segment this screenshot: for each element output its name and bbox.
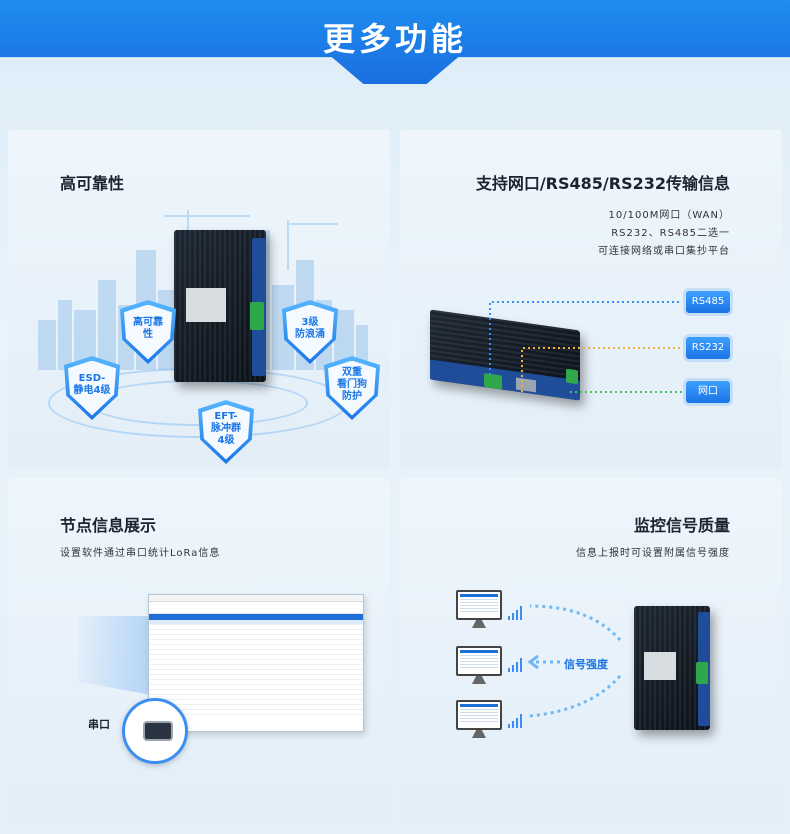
panel-desc-line-3: 可连接网络或串口集抄平台	[598, 246, 730, 257]
table-row	[149, 710, 363, 715]
glow-ring-inner	[88, 380, 308, 426]
table-row	[149, 655, 363, 660]
device-image	[174, 230, 266, 382]
table-row	[149, 640, 363, 645]
label-rs485: RS485	[686, 291, 730, 313]
panel-title: 高可靠性	[60, 174, 125, 193]
table-row	[149, 675, 363, 680]
panel-title: 支持网口/RS485/RS232传输信息	[475, 174, 730, 193]
table-row	[149, 680, 363, 685]
terminal-block	[696, 662, 708, 684]
table-row	[149, 670, 363, 675]
panel-interfaces: 支持网口/RS485/RS232传输信息 10/100M网口（WAN） RS23…	[400, 130, 782, 468]
label-rs232: RS232	[686, 337, 730, 359]
table-row	[149, 630, 363, 635]
table-row	[149, 620, 363, 625]
table-row	[149, 660, 363, 665]
panel-desc: 设置软件通过串口统计LoRa信息	[60, 548, 221, 559]
serial-port-label: 串口	[88, 718, 110, 731]
table-row	[149, 665, 363, 670]
config-software-window	[148, 594, 364, 732]
monitor-icon	[456, 646, 502, 684]
table-row	[149, 625, 363, 630]
device-image	[634, 606, 710, 730]
page-title: 更多功能	[322, 20, 467, 58]
panel-title: 节点信息展示	[60, 516, 157, 535]
line-rs485	[489, 301, 682, 375]
monitor-icon	[456, 590, 502, 628]
table-row	[149, 650, 363, 655]
window-toolbar	[149, 602, 363, 614]
panel-signal: 监控信号质量 信息上报时可设置附属信号强度 信号强度	[400, 478, 782, 818]
table-row	[149, 645, 363, 650]
table-row	[149, 635, 363, 640]
line-rs232	[521, 347, 682, 392]
device-label	[186, 288, 226, 322]
signal-strength-label: 信号强度	[564, 658, 608, 671]
panel-desc-line-2: RS232、RS485二选一	[611, 228, 730, 239]
monitor-icon	[456, 700, 502, 738]
table-row	[149, 705, 363, 710]
table-row	[149, 700, 363, 705]
panel-node-info: 节点信息展示 设置软件通过串口统计LoRa信息 串口	[8, 478, 390, 818]
device-label	[644, 652, 676, 680]
signal-bars-icon	[508, 714, 522, 728]
window-titlebar	[149, 595, 363, 602]
table-row	[149, 695, 363, 700]
terminal-block	[250, 302, 264, 330]
db9-connector-icon	[143, 721, 173, 741]
signal-bars-icon	[508, 658, 522, 672]
table-row	[149, 685, 363, 690]
label-ethernet: 网口	[686, 381, 730, 403]
table-header	[149, 614, 363, 620]
signal-arcs	[527, 604, 622, 718]
table-row	[149, 690, 363, 695]
panel-title: 监控信号质量	[633, 516, 730, 535]
signal-bars-icon	[508, 606, 522, 620]
connection-lines	[489, 301, 682, 393]
panel-desc: 信息上报时可设置附属信号强度	[576, 548, 730, 559]
panel-desc-line-1: 10/100M网口（WAN）	[608, 210, 730, 221]
serial-port-icon	[122, 698, 188, 764]
